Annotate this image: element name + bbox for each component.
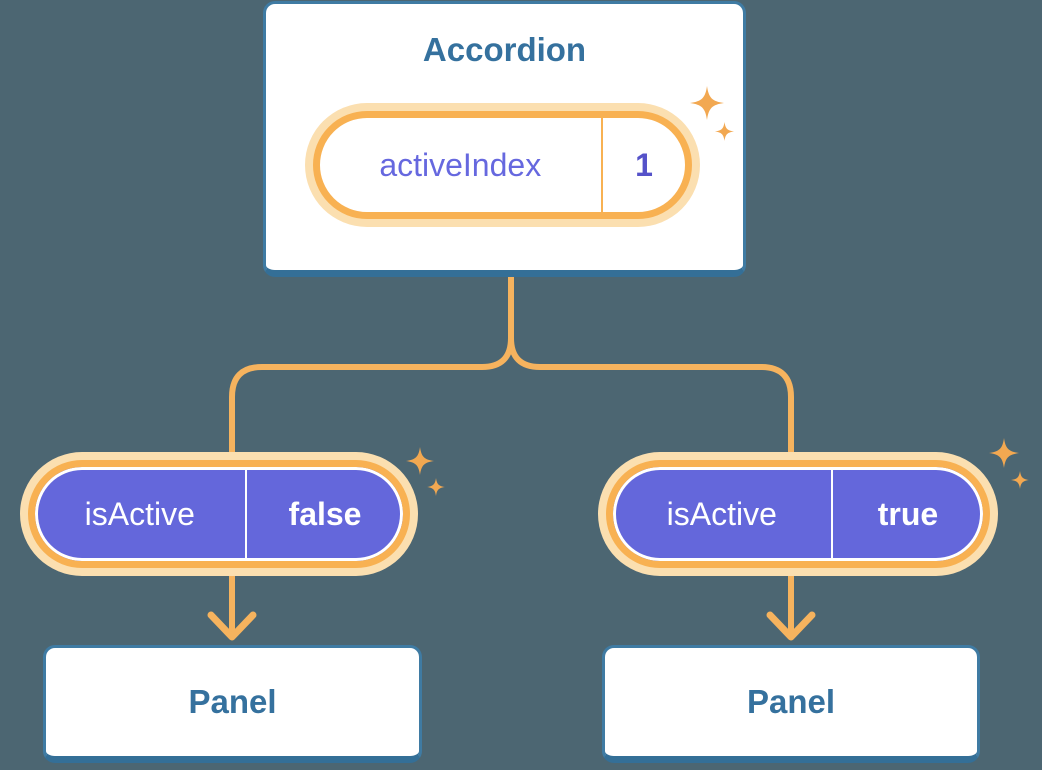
- state-pill-body: activeIndex 1: [313, 111, 692, 219]
- accordion-title: Accordion: [422, 31, 587, 68]
- prop-pill-value: false: [288, 495, 362, 532]
- arrow-down-icon: [207, 611, 257, 641]
- sparkle-icon: [715, 122, 734, 141]
- prop-pill-body: isActive true: [606, 460, 990, 568]
- prop-pill-label: isActive: [84, 495, 195, 532]
- prop-pill-false: isActive false: [20, 452, 418, 576]
- prop-pill-value: true: [877, 495, 939, 532]
- panel-card-left: Panel: [43, 645, 422, 763]
- prop-pill-label: isActive: [666, 495, 777, 532]
- sparkle-icon: [427, 478, 445, 496]
- panel-card-right: Panel: [602, 645, 980, 763]
- arrow-down-icon: [766, 611, 816, 641]
- panel-title: Panel: [746, 683, 836, 720]
- prop-pill-body: isActive false: [28, 460, 410, 568]
- prop-pill-true: isActive true: [598, 452, 998, 576]
- state-pill-value: 1: [635, 146, 653, 183]
- state-pill-divider: [600, 118, 603, 212]
- connector-right-branch: [508, 277, 794, 636]
- sparkle-icon: [406, 447, 434, 475]
- prop-pill-divider: [830, 467, 833, 561]
- sparkle-icon: [690, 86, 724, 120]
- panel-title: Panel: [188, 683, 277, 720]
- state-pill: activeIndex 1: [305, 103, 700, 227]
- accordion-card: Accordion activeIndex 1: [263, 1, 746, 277]
- sparkle-icon: [1011, 471, 1029, 489]
- prop-pill-divider: [244, 467, 247, 561]
- state-pill-label: activeIndex: [379, 146, 542, 183]
- sparkle-icon: [989, 438, 1019, 468]
